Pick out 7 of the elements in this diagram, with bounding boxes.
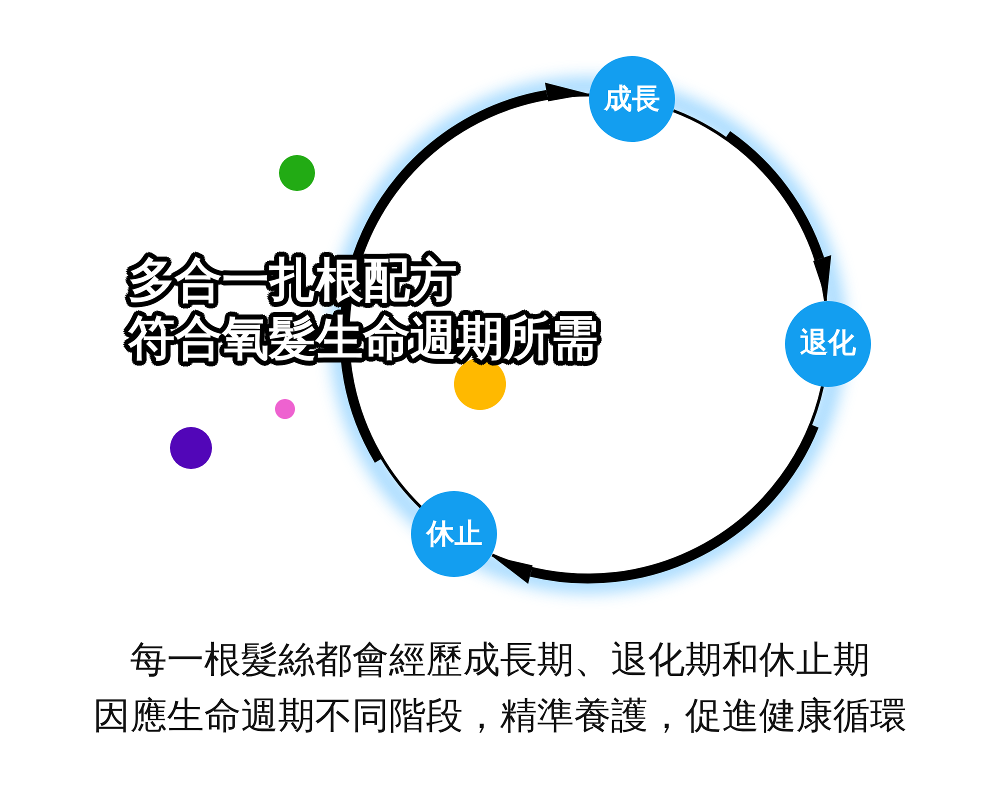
caption-text: 每一根髮絲都會經歷成長期、退化期和休止期	[130, 637, 870, 683]
caption-text: 因應生命週期不同階段，精準養護，促進健康循環	[93, 693, 907, 739]
stage-label: 成長	[604, 84, 660, 114]
stage-label: 退化	[800, 328, 856, 360]
stage-label: 休止	[426, 519, 482, 550]
cycle-arrow	[492, 386, 824, 584]
cycle-arrow	[672, 109, 832, 302]
